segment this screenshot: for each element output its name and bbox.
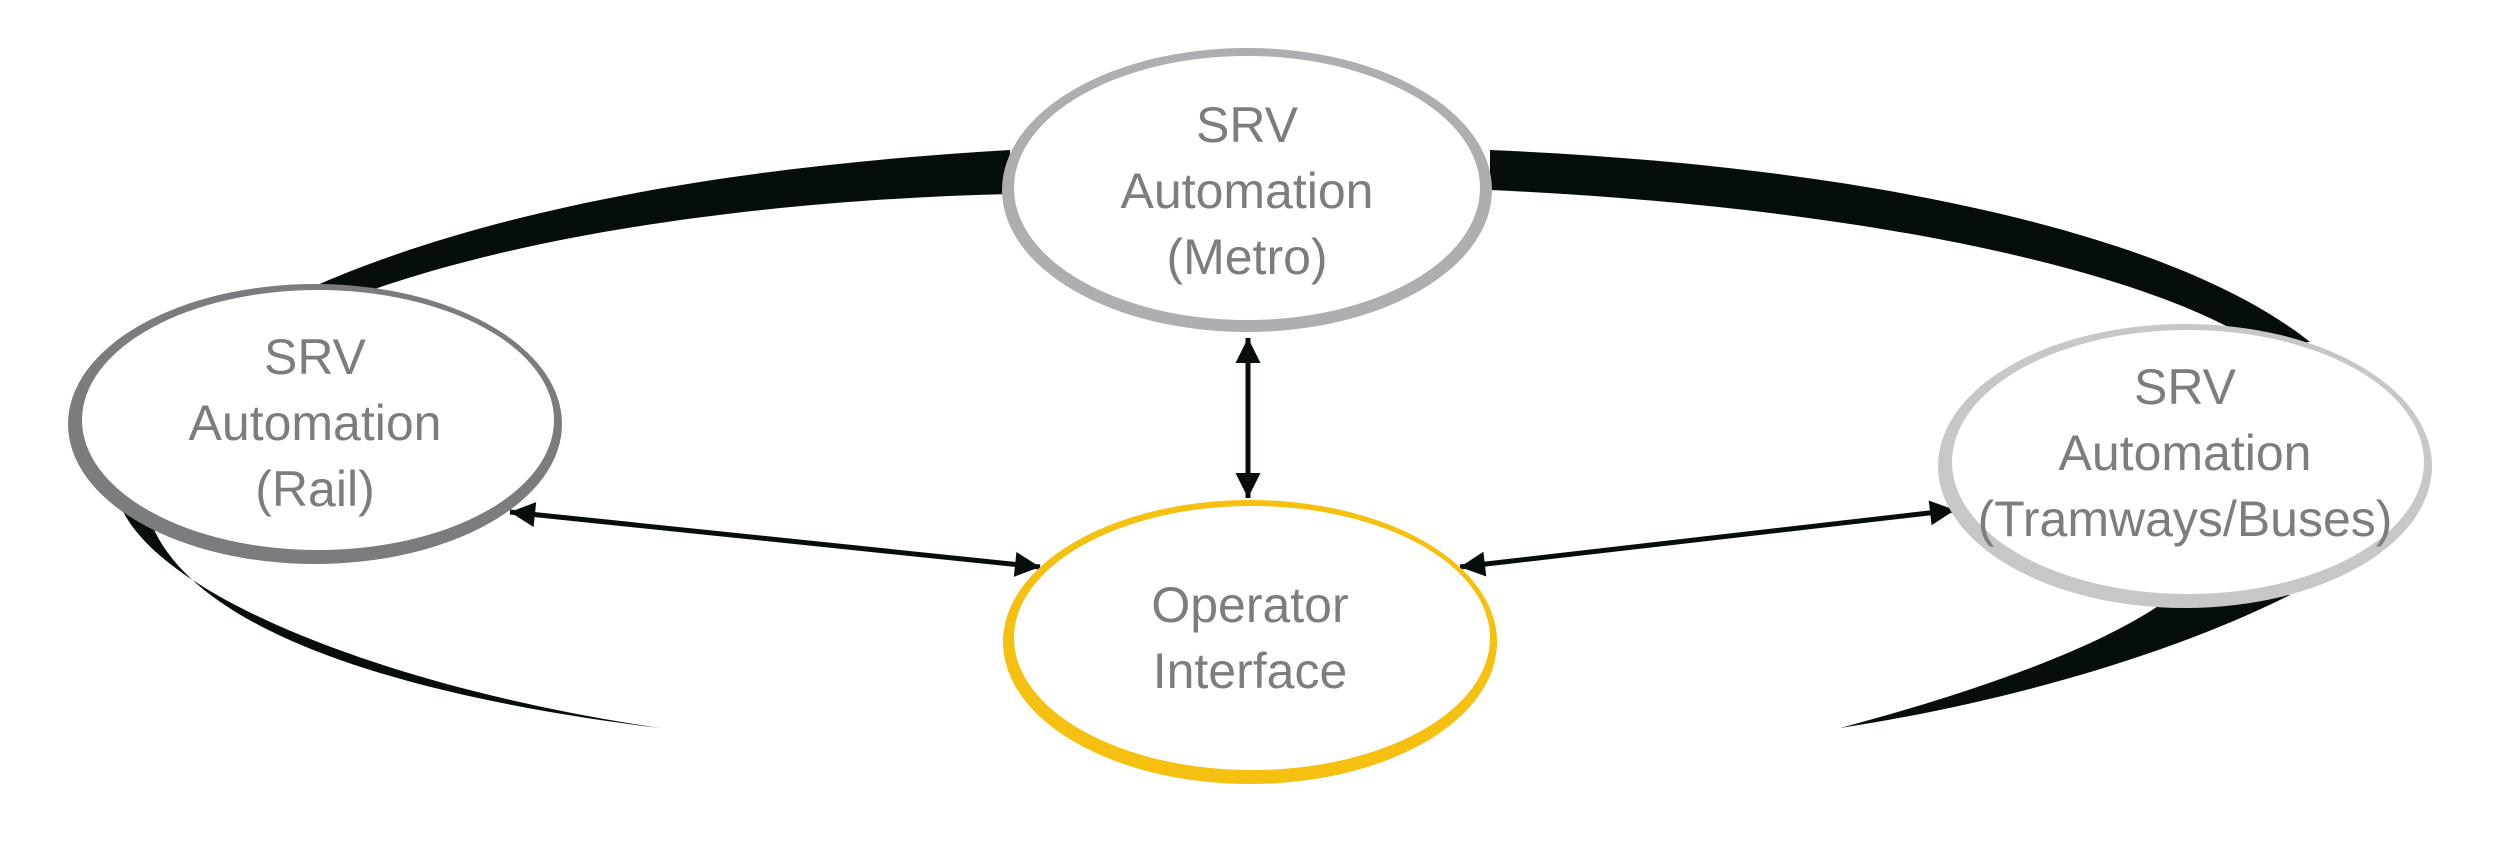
node-tram-body [1952,330,2424,594]
ring-swoosh-upper-left [315,150,1010,296]
node-metro-line-3: (Metro) [1166,229,1327,285]
node-operator-line-2: Interface [1153,643,1348,699]
node-metro-line-2: Automation [1121,163,1374,219]
ring-swoosh-lower-right [1840,590,2290,728]
arrow-rail-operator [509,502,1041,577]
node-tram-line-2: Automation [2059,425,2312,481]
ring-swoosh [120,150,2310,728]
node-metro-line-1: SRV [1196,97,1299,153]
node-tram-line-3: (Tramways/Buses) [1978,491,2393,547]
node-operator-body [1014,506,1490,770]
node-tram-line-1: SRV [2134,359,2237,415]
node-rail-line-3: (Rail) [255,461,374,517]
node-operator-line-1: Operator [1151,577,1348,633]
node-metro-body [1014,56,1480,320]
node-rail-line-2: Automation [189,395,442,451]
node-rail-line-1: SRV [264,329,367,385]
arrow-tram-operator [1459,500,1956,577]
connections [509,338,1956,577]
node-rail: SRV Automation (Rail) [68,284,562,564]
node-metro: SRV Automation (Metro) [1002,48,1492,332]
ring-swoosh-upper-right [1490,150,2310,345]
node-rail-body [82,290,554,550]
node-operator: Operator Interface [1003,500,1497,784]
node-tram: SRV Automation (Tramways/Buses) [1938,324,2432,608]
